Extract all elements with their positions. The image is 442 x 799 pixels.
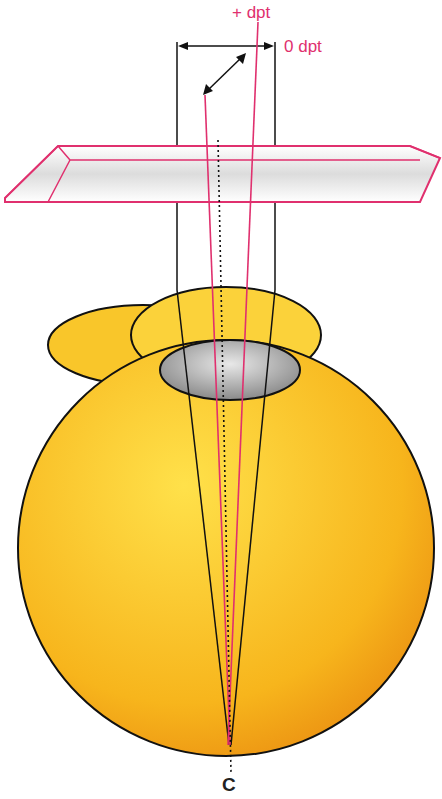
power-label: + dpt (232, 4, 270, 21)
pupil (160, 340, 300, 400)
eyeball (18, 340, 434, 756)
power-label: 0 dpt (284, 38, 322, 55)
axis-letter: C (222, 775, 236, 794)
cylinder-lens (5, 146, 440, 202)
